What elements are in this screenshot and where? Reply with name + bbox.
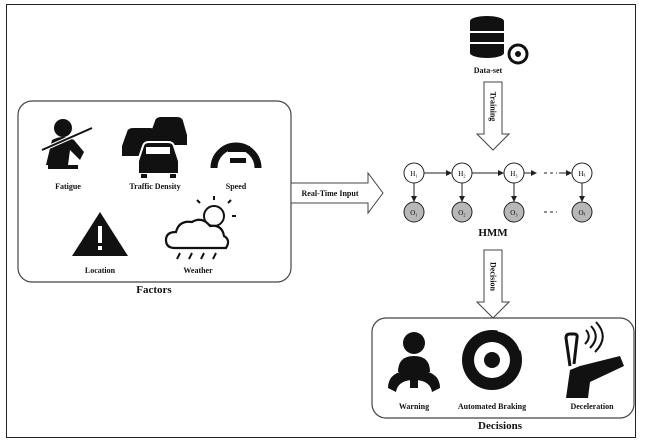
- factor-label-weather: Weather: [183, 266, 213, 275]
- factor-label-fatigue: Fatigue: [55, 182, 81, 191]
- hmm-hidden-state: [503, 162, 525, 184]
- hmm-observation: [503, 201, 525, 223]
- hmm-observation: [571, 201, 593, 223]
- hmm-observation: [451, 201, 473, 223]
- hmm-title: HMM: [478, 227, 508, 239]
- figure-frame: [6, 4, 636, 438]
- training-label: Training: [488, 91, 498, 122]
- hmm-observation-label: O₂: [458, 209, 466, 217]
- decision-label-automated-braking: Automated Braking: [457, 402, 527, 411]
- hmm-hidden-state: [403, 162, 425, 184]
- foot-pedal-icon: [564, 321, 624, 398]
- cloud-sun-rain-icon: [164, 196, 236, 260]
- decision-label: Decision: [488, 262, 498, 291]
- dataset-label: Data-set: [473, 66, 503, 75]
- speedometer-icon: [210, 142, 262, 169]
- hmm-observation-label: O₁: [410, 209, 418, 217]
- factor-label-traffic-density: Traffic Density: [129, 182, 181, 191]
- hmm-hidden-state: [451, 162, 473, 184]
- hmm-observation-label: O₃: [510, 209, 518, 217]
- decisions-title: Decisions: [478, 420, 522, 432]
- brake-disc-icon: [462, 328, 523, 390]
- database-gear-icon: [470, 16, 529, 65]
- decision-arrow: [475, 249, 511, 319]
- hmm-observation: [403, 201, 425, 223]
- hmm-hidden-state-label: Hₜ: [578, 170, 585, 178]
- realtime-input-arrow: [290, 171, 384, 215]
- decision-label-deceleration: Deceleration: [570, 402, 614, 411]
- factors-title: Factors: [136, 284, 172, 296]
- hmm-hidden-state-label: H₁: [410, 170, 418, 178]
- hmm-hidden-state: [571, 162, 593, 184]
- training-arrow: [475, 81, 511, 151]
- realtime-input-label: Real-Time Input: [301, 189, 359, 198]
- hmm-hidden-state-label: H₃: [510, 170, 518, 178]
- factor-label-location: Location: [84, 266, 116, 275]
- seatbelt-driver-icon: [41, 119, 93, 169]
- cars-traffic-icon: [122, 117, 187, 178]
- driver-wheel-icon: [388, 332, 440, 392]
- hmm-observation-label: Oₜ: [578, 209, 585, 217]
- decision-label-warning: Warning: [398, 402, 430, 411]
- factor-label-speed: Speed: [225, 182, 247, 191]
- warning-triangle-icon: [72, 212, 128, 256]
- hmm-hidden-state-label: H₂: [458, 170, 466, 178]
